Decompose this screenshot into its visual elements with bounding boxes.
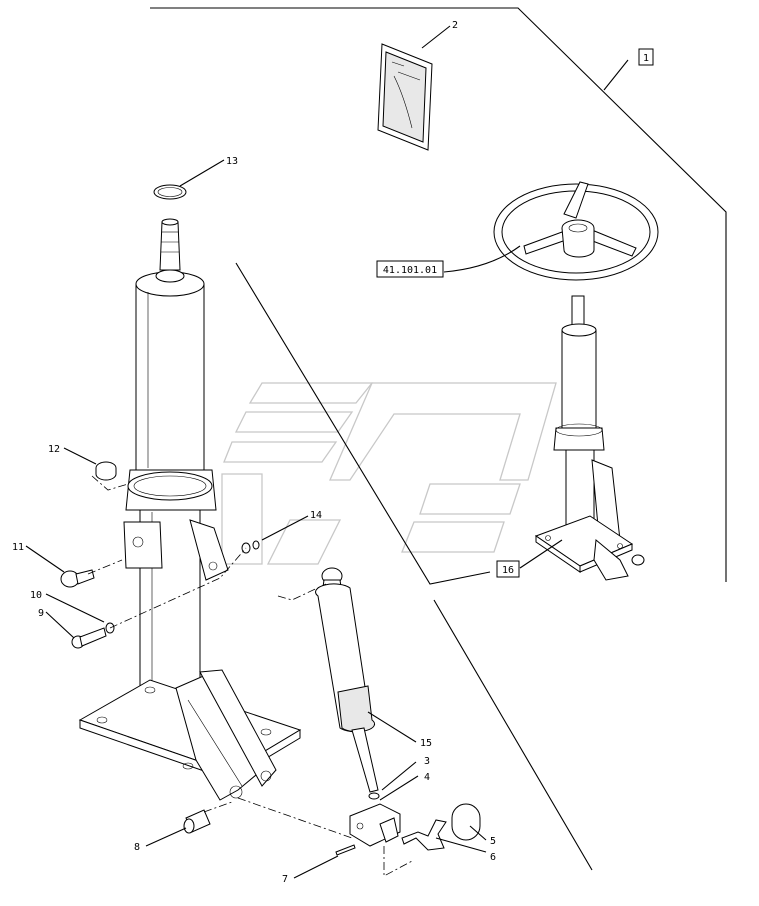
watermark-logo: [221, 382, 557, 565]
reference-box-frame: [376, 260, 444, 278]
alignment-lines: [87, 475, 415, 877]
callout-5: 5: [490, 836, 496, 847]
callout-10: 10: [30, 590, 42, 601]
gas-strut: [315, 567, 379, 793]
plug: [95, 461, 117, 481]
callout-3: 3: [424, 756, 430, 767]
callout-16: 16: [502, 565, 514, 576]
callout-15: 15: [420, 738, 432, 749]
strut-end-fitting: [349, 792, 401, 847]
snap-ring: [153, 184, 187, 200]
callout-4: 4: [424, 772, 430, 783]
callout-14: 14: [310, 510, 322, 521]
callout-12: 12: [48, 444, 60, 455]
steering-wheel: [493, 181, 659, 281]
callout-8: 8: [134, 842, 140, 853]
pin-and-washer: [71, 622, 115, 649]
cap-and-clip: [401, 803, 481, 851]
callout-13: 13: [226, 156, 238, 167]
bushing: [183, 809, 211, 834]
callout-6: 6: [490, 852, 496, 863]
frame-lines: [150, 7, 727, 871]
assembled-steering-column: [534, 295, 645, 581]
callout-11: 11: [12, 542, 24, 553]
callout-2: 2: [452, 20, 458, 31]
callout-box-16-frame: [496, 560, 520, 578]
washers: [241, 540, 260, 554]
reference-box-label[interactable]: 41.101.01: [383, 265, 437, 276]
leader-lines: [25, 25, 629, 879]
callout-7: 7: [282, 874, 288, 885]
callout-1: 1: [643, 53, 649, 64]
steering-column-housing: [78, 218, 302, 801]
knob-screw: [60, 569, 95, 588]
manual-booklet: [377, 43, 433, 151]
callout-box-1-frame: [638, 48, 654, 66]
callout-9: 9: [38, 608, 44, 619]
roll-pin: [335, 844, 356, 856]
